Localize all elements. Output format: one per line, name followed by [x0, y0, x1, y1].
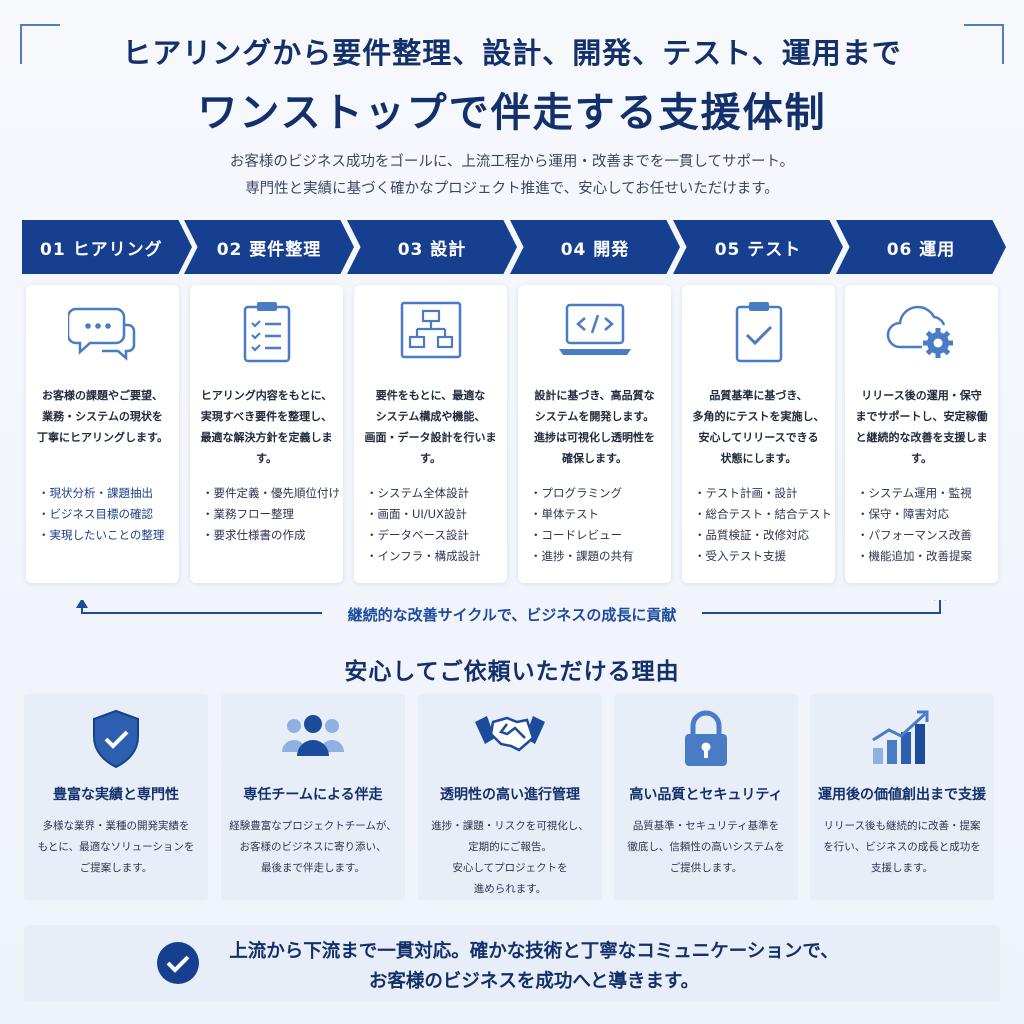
list-item: データベース設計: [366, 525, 481, 546]
reason-desc: リリース後も継続的に改善・提案を行い、ビジネスの成長と成功を支援します。: [823, 820, 981, 874]
closing-banner: 上流から下流まで一貫対応。確かな技術と丁寧なコミュニケーションで、 お客様のビジ…: [24, 925, 1000, 1001]
reason-desc: 多様な業界・業種の開発実績をもとに、最適なソリューションをご提案します。: [37, 820, 195, 874]
step-desc-hearing: お客様の課題やご要望、業務・システムの現状を丁寧にヒアリングします。: [37, 389, 168, 444]
headline-line2: ワンストップで伴走する支援体制: [197, 90, 827, 136]
step-items-test: テスト計画・設計 総合テスト・結合テスト 品質検証・改修対応 受入テスト支援: [694, 483, 833, 567]
reason-card-team: 専任チームによる伴走 経験豊富なプロジェクトチームが、お客様のビジネスに寄り添い…: [221, 694, 405, 900]
chat-bubbles-icon: [26, 299, 179, 369]
shield-check-icon: [24, 708, 208, 774]
team-icon: [221, 708, 405, 774]
list-item: 要求仕様書の作成: [202, 525, 340, 546]
list-item: 進捗・課題の共有: [530, 546, 634, 567]
padlock-icon: [614, 708, 798, 774]
step-items-operation: システム運用・監視 保守・障害対応 パフォーマンス改善 機能追加・改善提案: [857, 483, 973, 567]
list-item: 現状分析・課題抽出: [38, 483, 164, 504]
step-desc-operation: リリース後の運用・保守までサポートし、安定稼働と継続的な改善を支援します。: [855, 389, 988, 465]
structure-diagram-icon: [354, 299, 507, 369]
cloud-gear-icon: [845, 299, 998, 369]
list-item: 要件定義・優先順位付け: [202, 483, 341, 504]
step-desc-design: 要件をもとに、最適なシステム構成や機能、画面・データ設計を行います。: [364, 389, 497, 465]
lead-text-line1: お客様のビジネス成功をゴールに、上流工程から運用・改善までを一貫してサポート。: [229, 154, 795, 170]
cycle-arrow-icon: [76, 600, 946, 614]
reason-title: 透明性の高い進行管理: [440, 787, 580, 803]
cycle-text: 継続的な改善サイクルで、ビジネスの成長に貢献: [347, 606, 677, 624]
step-desc-requirements: ヒアリング内容をもとに、実現すべき要件を整理し、最適な解決方針を定義します。: [200, 389, 333, 465]
reason-card-value: 運用後の価値創出まで支援 リリース後も継続的に改善・提案を行い、ビジネスの成長と…: [810, 694, 994, 900]
step-card-requirements: ヒアリング内容をもとに、実現すべき要件を整理し、最適な解決方針を定義します。 要…: [190, 285, 343, 583]
step-items-development: プログラミング 単体テスト コードレビュー 進捗・課題の共有: [530, 483, 634, 567]
handshake-icon: [418, 708, 602, 774]
check-circle-icon: [157, 942, 199, 984]
list-item: 保守・障害対応: [857, 504, 972, 525]
list-item: システム全体設計: [366, 483, 481, 504]
list-item: 画面・UI/UX設計: [366, 504, 481, 525]
closing-text-line1: 上流から下流まで一貫対応。確かな技術と丁寧なコミュニケーションで、: [229, 941, 839, 962]
reason-title: 運用後の価値創出まで支援: [818, 787, 986, 803]
step-label-requirements: 02 要件整理: [184, 220, 354, 274]
list-item: インフラ・構成設計: [366, 546, 481, 567]
list-item: 品質検証・改修対応: [694, 525, 832, 546]
list-item: 総合テスト・結合テスト: [694, 504, 833, 525]
step-items-requirements: 要件定義・優先順位付け 業務フロー整理 要求仕様書の作成: [202, 483, 341, 546]
reason-desc: 経験豊富なプロジェクトチームが、お客様のビジネスに寄り添い、最後まで伴走します。: [229, 820, 397, 874]
list-item: プログラミング: [530, 483, 634, 504]
improvement-cycle: 継続的な改善サイクルで、ビジネスの成長に貢献: [0, 600, 1024, 630]
reason-desc: 品質基準・セキュリティ基準を徹底し、信頼性の高いシステムをご提供します。: [627, 820, 785, 874]
list-item: 実現したいことの整理: [38, 525, 165, 546]
list-item: 単体テスト: [530, 504, 634, 525]
step-label-development: 04 開発: [510, 220, 680, 274]
reasons-title: 安心してご依頼いただける理由: [344, 659, 680, 685]
list-item: 業務フロー整理: [202, 504, 340, 525]
step-label-hearing: 01 ヒアリング: [22, 220, 192, 274]
list-item: 受入テスト支援: [694, 546, 832, 567]
growth-chart-icon: [810, 708, 994, 774]
corner-decoration-right: [964, 24, 1004, 64]
step-desc-test: 品質基準に基づき、多角的にテストを実施し、安心してリリースできる状態にします。: [692, 389, 825, 465]
reason-card-expertise: 豊富な実績と専門性 多様な業界・業種の開発実績をもとに、最適なソリューションをご…: [24, 694, 208, 900]
closing-text-line2: お客様のビジネスを成功へと導きます。: [368, 971, 700, 992]
step-label-operation: 06 運用: [836, 220, 1006, 274]
code-laptop-icon: [518, 299, 671, 369]
list-item: パフォーマンス改善: [857, 525, 972, 546]
reasons-list: 豊富な実績と専門性 多様な業界・業種の開発実績をもとに、最適なソリューションをご…: [24, 694, 1000, 900]
step-label-design: 03 設計: [347, 220, 517, 274]
list-item: テスト計画・設計: [694, 483, 832, 504]
reason-title: 高い品質とセキュリティ: [629, 787, 783, 803]
lead-text-line2: 専門性と実績に基づく確かなプロジェクト推進で、安心してお任せいただけます。: [245, 181, 779, 197]
reason-title: 豊富な実績と専門性: [53, 787, 179, 803]
reason-title: 専任チームによる伴走: [243, 787, 383, 803]
list-item: 機能追加・改善提案: [857, 546, 973, 567]
reason-card-quality: 高い品質とセキュリティ 品質基準・セキュリティ基準を徹底し、信頼性の高いシステム…: [614, 694, 798, 900]
step-label-test: 05 テスト: [673, 220, 843, 274]
list-item: コードレビュー: [530, 525, 634, 546]
step-items-design: システム全体設計 画面・UI/UX設計 データベース設計 インフラ・構成設計: [366, 483, 481, 567]
headline-line1: ヒアリングから要件整理、設計、開発、テスト、運用まで: [122, 36, 902, 70]
reason-card-transparency: 透明性の高い進行管理 進捗・課題・リスクを可視化し、定期的にご報告。安心してプロ…: [418, 694, 602, 900]
process-steps-bar: 01 ヒアリング 02 要件整理 03 設計 04 開発 05 テスト 06 運…: [22, 220, 1006, 274]
checklist-clipboard-icon: [190, 299, 343, 369]
step-card-development: 設計に基づき、高品質なシステムを開発します。進捗は可視化し透明性を確保します。 …: [518, 285, 671, 583]
step-desc-development: 設計に基づき、高品質なシステムを開発します。進捗は可視化し透明性を確保します。: [534, 389, 655, 465]
list-item: システム運用・監視: [857, 483, 972, 504]
corner-decoration-left: [20, 24, 60, 64]
check-clipboard-icon: [682, 299, 835, 369]
step-items-hearing: 現状分析・課題抽出 ビジネス目標の確認 実現したいことの整理: [38, 483, 165, 546]
list-item: ビジネス目標の確認: [38, 504, 164, 525]
reason-desc: 進捗・課題・リスクを可視化し、定期的にご報告。安心してプロジェクトを進められます…: [431, 820, 589, 895]
step-card-test: 品質基準に基づき、多角的にテストを実施し、安心してリリースできる状態にします。 …: [682, 285, 835, 583]
